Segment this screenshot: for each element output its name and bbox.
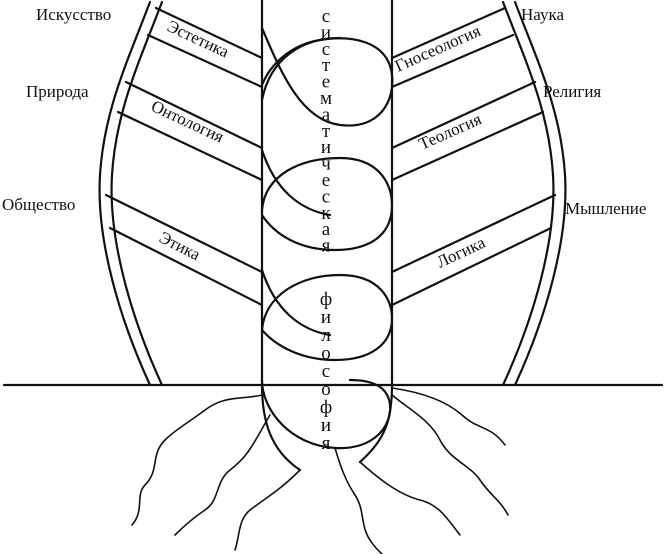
label-art: Искусство bbox=[36, 5, 111, 24]
roots bbox=[131, 387, 509, 554]
branch-ethics: Этика bbox=[156, 228, 204, 265]
branch-ontology: Онтология bbox=[148, 96, 227, 146]
label-nature: Природа bbox=[26, 82, 89, 101]
outer-labels-right: Наука Религия Мышление bbox=[521, 5, 646, 218]
label-society: Общество bbox=[2, 195, 75, 214]
right-outer-boundary bbox=[501, 0, 567, 387]
label-religion: Религия bbox=[543, 82, 601, 101]
label-thinking: Мышление bbox=[565, 199, 646, 218]
right-branch-bands bbox=[390, 6, 557, 307]
branch-theology: Теология bbox=[416, 109, 485, 153]
label-science: Наука bbox=[521, 5, 564, 24]
branch-aesthetics: Эстетика bbox=[164, 16, 232, 61]
trunk-loops bbox=[260, 26, 394, 450]
outer-labels-left: Искусство Природа Общество bbox=[2, 5, 111, 214]
left-branch-bands bbox=[104, 6, 264, 307]
left-outer-boundary bbox=[98, 0, 164, 387]
